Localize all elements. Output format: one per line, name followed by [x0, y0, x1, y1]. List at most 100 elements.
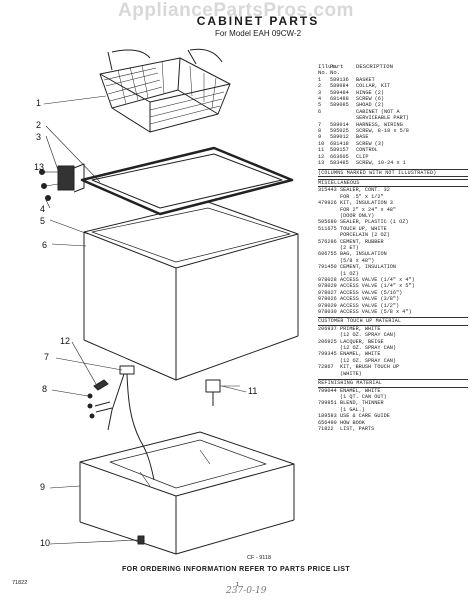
part-number: 656490: [318, 419, 337, 426]
list-item: (1 QT. CAN OUT): [318, 394, 468, 400]
exploded-diagram: [39, 48, 299, 555]
part-number: 576286: [318, 238, 337, 245]
list-item: (2 ET): [318, 245, 468, 251]
part-description: BASKET: [356, 76, 375, 83]
part-number: 589084: [330, 83, 349, 90]
part-description: ACCESS VALVE (1/4" x 4"): [340, 277, 415, 283]
part-description: SERVICEABLE PART): [356, 115, 409, 122]
page-title: CABINET PARTS: [196, 14, 320, 28]
part-description: HOW BOOK: [340, 419, 365, 426]
callout-1: 1: [36, 98, 42, 108]
list-item: SERVICEABLE PART): [318, 115, 468, 121]
part-description: (1 QT. CAN OUT): [340, 393, 387, 400]
list-item: (5/8 x 48"): [318, 258, 468, 264]
list-item: (12 OZ. SPRAY CAN): [318, 358, 468, 364]
illus-number: 2: [318, 83, 322, 90]
part-description: KIT, BRUSH TOUCH UP: [340, 364, 400, 371]
part-number: 589012: [330, 134, 349, 141]
part-number: 978026: [318, 296, 337, 303]
drawing-tag: CF - 9118: [247, 555, 272, 561]
control-part: [205, 379, 240, 406]
part-number: 479926: [318, 200, 337, 207]
part-description: (WHITE): [340, 370, 362, 377]
callout-8: 8: [42, 384, 48, 394]
part-number: [318, 371, 340, 377]
part-number: 583485: [330, 160, 349, 167]
list-item: 5 589085 SHOAD (2): [318, 102, 468, 108]
part-description: (12 OZ. SPRAY CAN): [340, 357, 397, 364]
part-description: LACQUER, BEIGE: [340, 338, 384, 345]
col-illus-header: Illus. No.: [318, 63, 339, 77]
part-description: KIT, INSULATION 3: [340, 200, 393, 207]
part-number: 978029: [318, 302, 337, 309]
harness-part: [93, 365, 155, 481]
part-description: CABINET (NOT A: [356, 108, 400, 115]
hinge-part: [39, 163, 85, 201]
callout-3: 3: [36, 132, 42, 142]
part-description: BASE: [356, 134, 369, 141]
part-number: 511675: [318, 225, 337, 232]
callout-12: 12: [60, 336, 71, 346]
part-number: 589157: [330, 147, 349, 154]
basket-part: [99, 48, 231, 133]
part-description: FOR 2" x 24" x 48": [340, 206, 397, 213]
part-number: 978029: [318, 283, 337, 290]
screws-part: [87, 393, 95, 419]
part-number: 589014: [330, 121, 349, 128]
illus-number: 7: [318, 121, 322, 128]
part-number: 505680: [318, 219, 337, 226]
list-item: 2 589084 COLLAR, KIT: [318, 83, 468, 89]
illus-number: 5: [318, 102, 322, 109]
illus-number: 4: [318, 96, 322, 103]
part-number: 71822: [318, 425, 334, 432]
part-description: SHOAD (2): [356, 102, 385, 109]
part-number: 978028: [318, 277, 337, 283]
part-description: SCREW, 8-18 x 5/8: [356, 128, 409, 135]
part-description: PRIMER, WHITE: [340, 325, 381, 332]
ordering-footer: FOR ORDERING INFORMATION REFER TO PARTS …: [121, 566, 351, 573]
part-number: 681418: [330, 140, 349, 147]
callout-7: 7: [44, 352, 50, 362]
list-item: (12 OZ. SPRAY CAN): [318, 332, 468, 338]
base-screw-part: [137, 535, 145, 545]
part-description: SEALER, CONT. 32: [340, 187, 390, 194]
part-number: 589136: [330, 76, 349, 83]
part-number: 589085: [330, 102, 349, 109]
part-number: 663605: [330, 153, 349, 160]
callout-4: 4: [40, 204, 46, 214]
part-description: BLEND, THINNER: [340, 400, 384, 407]
refinish-header: REFINISHING MATERIAL: [318, 379, 468, 388]
callout-11: 11: [248, 386, 258, 396]
part-description: ACCESS VALVE (5/8 x 4"): [340, 309, 412, 316]
parts-table-header: Illus. No. Part No. DESCRIPTION: [318, 63, 468, 77]
part-number: 799044: [318, 387, 337, 394]
part-description: SEALER, PLASTIC (1 OZ): [340, 219, 409, 226]
part-description: SCREW (6): [356, 96, 385, 103]
part-description: COLLAR, KIT: [356, 83, 391, 90]
part-number: 978030: [318, 309, 337, 316]
page-number: 1: [236, 582, 240, 588]
list-item: (1 GAL.): [318, 407, 468, 413]
